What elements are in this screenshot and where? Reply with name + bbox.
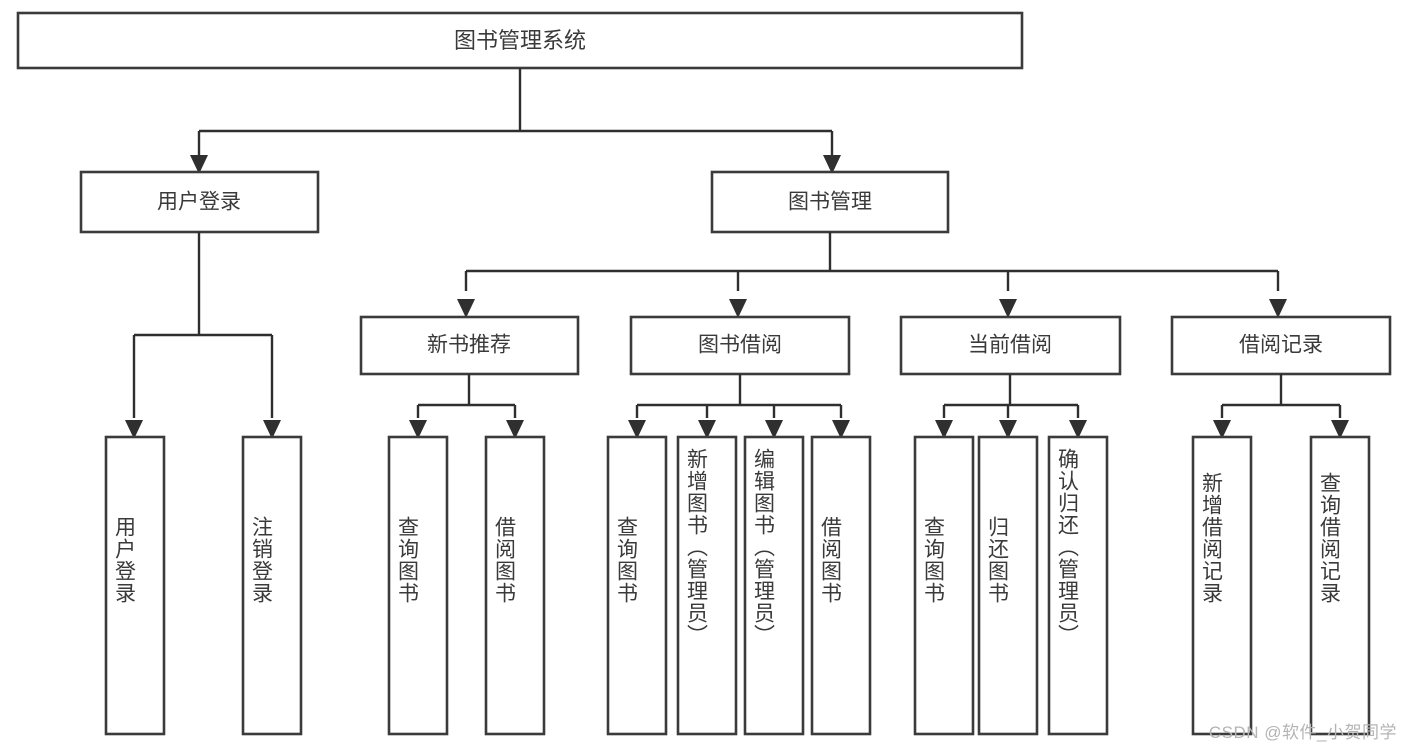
node-current-borrow-box[interactable] [899, 315, 1122, 376]
node-new-book-recommend-label: 新书推荐 [427, 334, 511, 357]
node-book-mgmt-label: 图书管理 [788, 191, 872, 214]
node-user-login-label: 用户登录 [157, 191, 241, 214]
leaf-box-book-borrow-1[interactable] [606, 435, 668, 736]
leaf-box-new-book-1[interactable] [387, 435, 449, 736]
node-root-box[interactable] [16, 11, 1024, 70]
leaf-box-book-borrow-3[interactable] [743, 435, 805, 736]
leaf-box-new-book-2[interactable] [484, 435, 546, 736]
leaf-box-user-login-2[interactable] [241, 435, 303, 736]
leaf-box-book-borrow-2[interactable] [676, 435, 738, 736]
leaf-box-user-login-1[interactable] [104, 435, 166, 736]
node-root-label: 图书管理系统 [454, 28, 586, 53]
arrowhead-book-borrow [729, 299, 747, 318]
arrowhead-current-borrow [999, 299, 1017, 318]
node-borrow-record-label: 借阅记录 [1239, 334, 1323, 357]
arrowhead-borrow-record [1269, 299, 1287, 318]
leaf-box-current-borrow-2[interactable] [977, 435, 1039, 736]
node-new-book-recommend-box[interactable] [359, 315, 580, 376]
leaf-box-current-borrow-1[interactable] [913, 435, 975, 736]
node-current-borrow-label: 当前借阅 [968, 334, 1052, 357]
leaf-box-borrow-record-1[interactable] [1191, 435, 1253, 736]
leaf-box-book-borrow-4[interactable] [810, 435, 872, 736]
node-book-borrow-label: 图书借阅 [698, 334, 782, 357]
leaf-box-borrow-record-2[interactable] [1309, 435, 1371, 736]
node-book-borrow-box[interactable] [629, 315, 851, 376]
arrowhead-new-book-recommend [457, 299, 475, 318]
csdn-watermark: CSDN @软件_小贺同学 [1208, 723, 1397, 742]
leaf-box-current-borrow-3[interactable] [1047, 435, 1109, 736]
node-book-mgmt-box[interactable] [710, 170, 950, 234]
node-borrow-record-box[interactable] [1170, 315, 1392, 376]
